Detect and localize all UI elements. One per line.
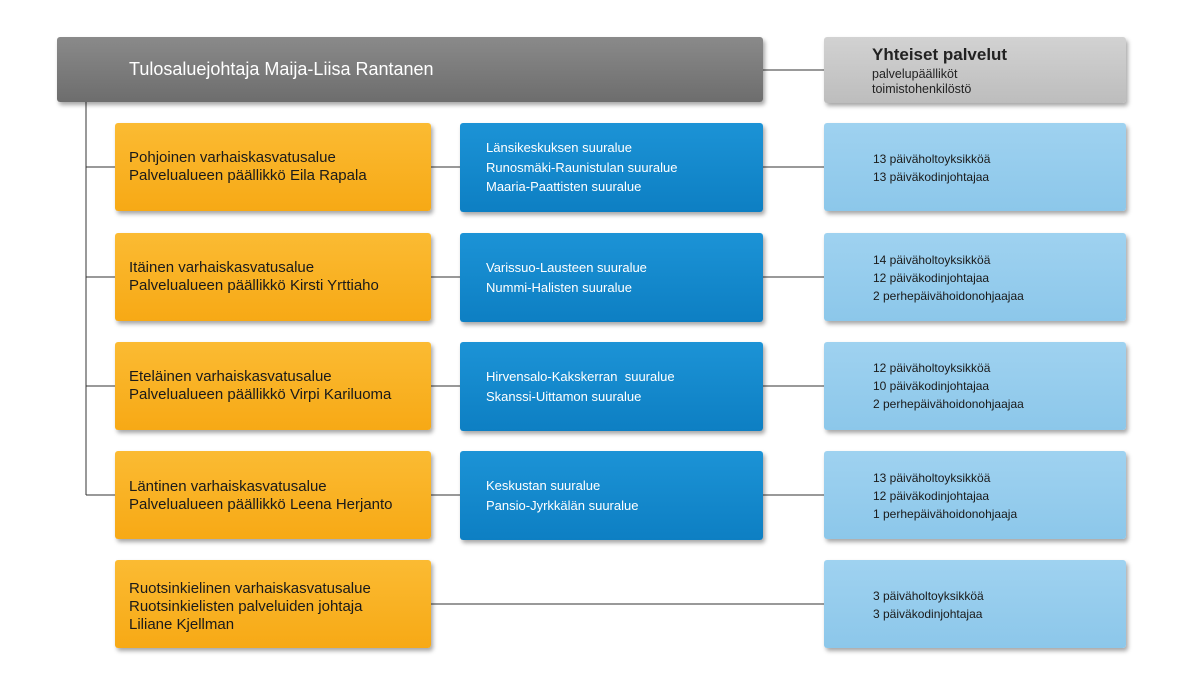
- area-manager: Palvelualueen päällikkö Leena Herjanto: [129, 496, 393, 513]
- shared-services-title: Yhteiset palvelut: [872, 45, 1008, 64]
- shared-services-line: toimistohenkilöstö: [872, 82, 972, 96]
- area-name: Läntinen varhaiskasvatusalue: [129, 478, 327, 495]
- sub-area-item: Nummi-Halisten suuralue: [486, 279, 632, 295]
- director-label: Tulosaluejohtaja Maija-Liisa Rantanen: [129, 59, 434, 79]
- stats-item: 3 päiväholtoyksikköä: [873, 589, 984, 603]
- area-manager: Palvelualueen päällikkö Virpi Kariluoma: [129, 386, 392, 403]
- sub-area-box-south: Hirvensalo-Kakskerran suuralue Skanssi-U…: [460, 342, 763, 431]
- sub-area-item: Maaria-Paattisten suuralue: [486, 179, 642, 194]
- area-manager: Palvelualueen päällikkö Eila Rapala: [129, 167, 367, 184]
- area-box-west: Läntinen varhaiskasvatusalue Palvelualue…: [115, 451, 431, 539]
- stats-item: 3 päiväkodinjohtajaa: [873, 607, 983, 621]
- sub-area-item: Hirvensalo-Kakskerran suuralue: [486, 369, 675, 384]
- stats-item: 12 päiväkodinjohtajaa: [873, 271, 990, 285]
- sub-area-box-north: Länsikeskuksen suuralue Runosmäki-Raunis…: [460, 123, 763, 212]
- area-name: Pohjoinen varhaiskasvatusalue: [129, 149, 336, 166]
- area-box-south: Eteläinen varhaiskasvatusalue Palvelualu…: [115, 342, 431, 430]
- sub-area-item: Runosmäki-Raunistulan suuralue: [486, 159, 678, 175]
- area-box-swedish: Ruotsinkielinen varhaiskasvatusalue Ruot…: [115, 560, 431, 648]
- shared-services-lines: palvelupäälliköt toimistohenkilöstö: [872, 67, 971, 97]
- area-manager: Palvelualueen päällikkö Kirsti Yrttiaho: [129, 277, 379, 294]
- stats-box-swedish: 3 päiväholtoyksikköä 3 päiväkodinjohtaja…: [824, 560, 1126, 648]
- stats-item: 13 päiväholtoyksikköä: [873, 471, 991, 485]
- stats-item: 12 päiväkodinjohtajaa: [873, 489, 990, 503]
- director-box: Tulosaluejohtaja Maija-Liisa Rantanen: [57, 37, 763, 102]
- sub-area-box-west: Keskustan suuralue Pansio-Jyrkkälän suur…: [460, 451, 763, 540]
- stats-item: 2 perhepäivähoidonohjaajaa: [873, 397, 1024, 411]
- stats-box-north: 13 päiväholtoyksikköä 13 päiväkodinjohta…: [824, 123, 1126, 211]
- sub-area-item: Pansio-Jyrkkälän suuralue: [486, 497, 639, 513]
- area-box-north: Pohjoinen varhaiskasvatusalue Palvelualu…: [115, 123, 431, 211]
- stats-box-south: 12 päiväholtoyksikköä 10 päiväkodinjohta…: [824, 342, 1126, 430]
- sub-area-box-east: Varissuo-Lausteen suuralue Nummi-Haliste…: [460, 233, 763, 322]
- area-name: Itäinen varhaiskasvatusalue: [129, 259, 315, 276]
- sub-area-item: Keskustan suuralue: [486, 478, 601, 493]
- sub-area-item: Skanssi-Uittamon suuralue: [486, 388, 642, 404]
- stats-item: 2 perhepäivähoidonohjaajaa: [873, 289, 1024, 303]
- stats-item: 13 päiväkodinjohtajaa: [873, 170, 990, 184]
- area-manager-name: Liliane Kjellman: [129, 616, 235, 633]
- sub-area-item: Varissuo-Lausteen suuralue: [486, 260, 647, 275]
- shared-services-line: palvelupäälliköt: [872, 67, 958, 81]
- stats-item: 1 perhepäivähoidonohjaaja: [873, 507, 1018, 521]
- stats-item: 14 päiväholtoyksikköä: [873, 253, 991, 267]
- area-box-east: Itäinen varhaiskasvatusalue Palvelualuee…: [115, 233, 431, 321]
- area-name: Eteläinen varhaiskasvatusalue: [129, 368, 332, 385]
- stats-item: 12 päiväholtoyksikköä: [873, 361, 991, 375]
- shared-services-box: Yhteiset palvelut palvelupäälliköt toimi…: [824, 37, 1126, 103]
- area-manager: Ruotsinkielisten palveluiden johtaja: [129, 598, 363, 615]
- stats-box-east: 14 päiväholtoyksikköä 12 päiväkodinjohta…: [824, 233, 1126, 321]
- sub-area-item: Länsikeskuksen suuralue: [486, 140, 632, 155]
- stats-box-west: 13 päiväholtoyksikköä 12 päiväkodinjohta…: [824, 451, 1126, 539]
- area-name: Ruotsinkielinen varhaiskasvatusalue: [129, 580, 371, 597]
- stats-item: 13 päiväholtoyksikköä: [873, 152, 991, 166]
- stats-item: 10 päiväkodinjohtajaa: [873, 379, 990, 393]
